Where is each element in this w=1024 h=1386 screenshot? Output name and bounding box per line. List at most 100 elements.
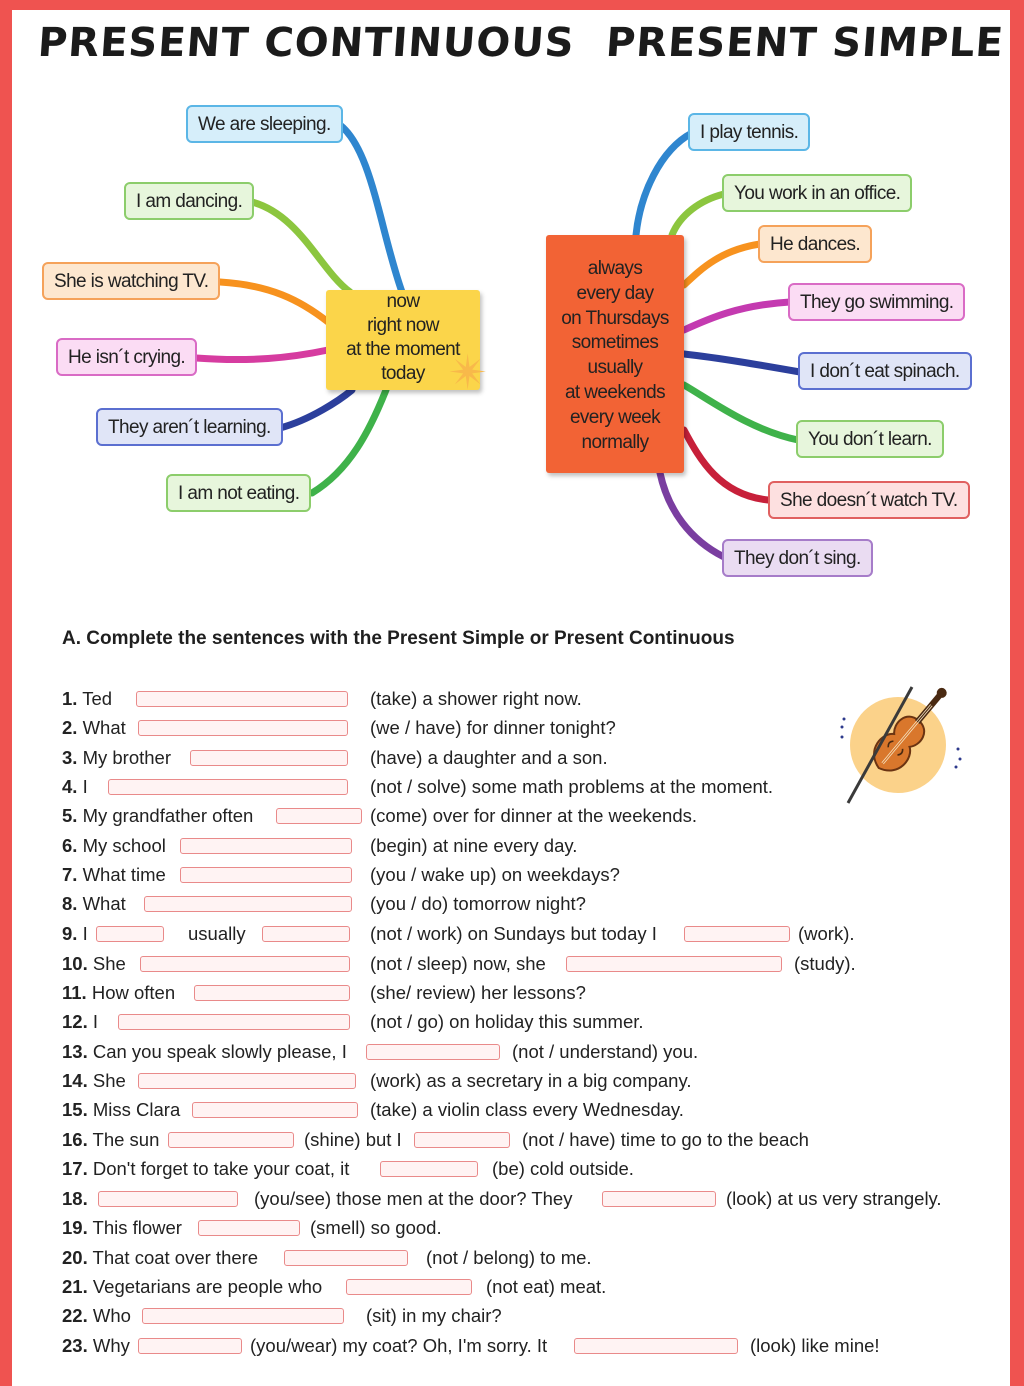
exercise-item-22-text: (sit) in my chair? (366, 1305, 502, 1326)
simple-time-word: always (587, 258, 643, 279)
exercise-item-23-prompt: 23. Why (62, 1335, 130, 1356)
exercise-item-16-prompt: 16. The sun (62, 1129, 160, 1150)
star-icon: ✴ (448, 347, 489, 400)
exercise-item-4-prompt: 4. I (62, 776, 88, 797)
exercise-item-2-text: (we / have) for dinner tonight? (370, 717, 616, 738)
exercise-item-21-text: (not eat) meat. (486, 1276, 607, 1297)
exercise-item-14-text: (work) as a secretary in a big company. (370, 1070, 692, 1091)
answer-blank[interactable] (140, 956, 350, 972)
branch-line (632, 129, 696, 239)
mind-map-branches (192, 121, 804, 561)
answer-blank[interactable] (574, 1338, 738, 1354)
branch-line (216, 278, 332, 326)
answer-blank[interactable] (194, 985, 350, 1001)
exercise-item-7-prompt: 7. What time (62, 864, 166, 885)
answer-blank[interactable] (142, 1308, 344, 1324)
exercise-item-10-prompt: 10. She (62, 953, 126, 974)
answer-blank[interactable] (602, 1191, 716, 1207)
exercise-item-23-end: (look) like mine! (750, 1335, 880, 1356)
simple-example-3: He dances. (758, 225, 873, 263)
exercise-item-2-prompt: 2. What (62, 717, 126, 738)
simple-time-word: every day (576, 282, 655, 304)
answer-blank[interactable] (138, 720, 348, 736)
answer-blank[interactable] (566, 956, 782, 972)
branch-line (668, 190, 728, 239)
answer-blank[interactable] (144, 896, 352, 912)
continuous-example-6: I am not eating. (166, 474, 312, 512)
branch-line (680, 426, 772, 504)
exercise-item-1-text: (take) a shower right now. (370, 688, 582, 709)
answer-blank[interactable] (96, 926, 164, 942)
exercise-item-9-word: usually (188, 923, 246, 944)
simple-example-4: They go swimming. (788, 283, 966, 321)
answer-blank[interactable] (118, 1014, 350, 1030)
continuous-example-3: She is watching TV. (42, 262, 221, 300)
branch-line (680, 240, 764, 289)
continuous-time-word: right now (367, 315, 439, 336)
exercise-item-14-prompt: 14. She (62, 1070, 126, 1091)
answer-blank[interactable] (180, 838, 352, 854)
exercise-item-6-prompt: 6. My school (62, 835, 166, 856)
simple-time-word: at weekends (564, 381, 666, 403)
exercise-item-18-number: 18. (62, 1188, 88, 1209)
simple-example-6: You don´t learn. (796, 420, 944, 458)
answer-blank[interactable] (136, 691, 348, 707)
answer-blank[interactable] (98, 1191, 238, 1207)
exercise-item-18-end: (look) at us very strangely. (726, 1188, 942, 1209)
answer-blank[interactable] (108, 779, 348, 795)
exercise-item-6-text: (begin) at nine every day. (370, 835, 578, 856)
answer-blank[interactable] (346, 1279, 472, 1295)
page-frame-left (0, 0, 12, 1386)
branch-line (248, 198, 354, 296)
exercise-item-15-text: (take) a violin class every Wednesday. (370, 1099, 684, 1120)
answer-blank[interactable] (192, 1102, 358, 1118)
continuous-example-5: They aren´t learning. (96, 408, 283, 446)
answer-blank[interactable] (284, 1250, 408, 1266)
branch-line (192, 346, 332, 364)
simple-example-2: You work in an office. (722, 174, 913, 212)
answer-blank[interactable] (414, 1132, 510, 1148)
exercise-item-10-text: (not / sleep) now, she (370, 953, 546, 974)
exercise-item-9-end: (work). (798, 923, 855, 944)
answer-blank[interactable] (380, 1161, 478, 1177)
answer-blank[interactable] (180, 867, 352, 883)
answer-blank[interactable] (684, 926, 790, 942)
simple-example-5: I don´t eat spinach. (798, 352, 972, 390)
exercise-item-1-prompt: 1. Ted (62, 688, 113, 709)
exercise-item-10-end: (study). (794, 953, 856, 974)
simple-time-word: normally (581, 431, 650, 453)
exercise-item-22-prompt: 22. Who (62, 1305, 131, 1326)
simple-time-words-box: always every day on Thursdays sometimes … (546, 235, 684, 473)
simple-time-word: usually (587, 357, 644, 379)
branch-line (336, 121, 406, 296)
exercise-item-4-text: (not / solve) some math problems at the … (370, 776, 774, 797)
page-frame-right (1010, 0, 1024, 1386)
answer-blank[interactable] (198, 1220, 300, 1236)
exercise-item-17-text: (be) cold outside. (492, 1158, 634, 1179)
continuous-example-4: He isn´t crying. (56, 338, 198, 376)
exercise-item-12-prompt: 12. I (62, 1011, 98, 1032)
exercise-item-3-text: (have) a daughter and a son. (370, 747, 608, 768)
exercise-item-15-prompt: 15. Miss Clara (62, 1099, 181, 1120)
exercise-item-16-end: (not / have) time to go to the beach (522, 1129, 809, 1150)
answer-blank[interactable] (262, 926, 350, 942)
continuous-example-2: I am dancing. (124, 182, 255, 220)
simple-example-1: I play tennis. (688, 113, 811, 151)
answer-blank[interactable] (138, 1073, 356, 1089)
exercise-item-19-prompt: 19. This flower (62, 1217, 182, 1238)
exercise-item-20-text: (not / belong) to me. (426, 1247, 592, 1268)
exercise-item-9-text: (not / work) on Sundays but today I (370, 923, 657, 944)
simple-example-7: She doesn´t watch TV. (768, 481, 970, 519)
exercise-item-11-prompt: 11. How often (62, 982, 176, 1003)
exercise-item-18-text: (you/see) those men at the door? They (254, 1188, 573, 1209)
exercise-item-13-prompt: 13. Can you speak slowly please, I (62, 1041, 347, 1062)
exercise-item-5-prompt: 5. My grandfather often (62, 805, 254, 826)
answer-blank[interactable] (190, 750, 348, 766)
answer-blank[interactable] (366, 1044, 500, 1060)
exercise-item-7-text: (you / wake up) on weekdays? (370, 864, 620, 885)
answer-blank[interactable] (276, 808, 362, 824)
exercise-item-5-text: (come) over for dinner at the weekends. (370, 805, 697, 826)
answer-blank[interactable] (168, 1132, 294, 1148)
simple-time-word: on Thursdays (561, 307, 669, 329)
answer-blank[interactable] (138, 1338, 242, 1354)
